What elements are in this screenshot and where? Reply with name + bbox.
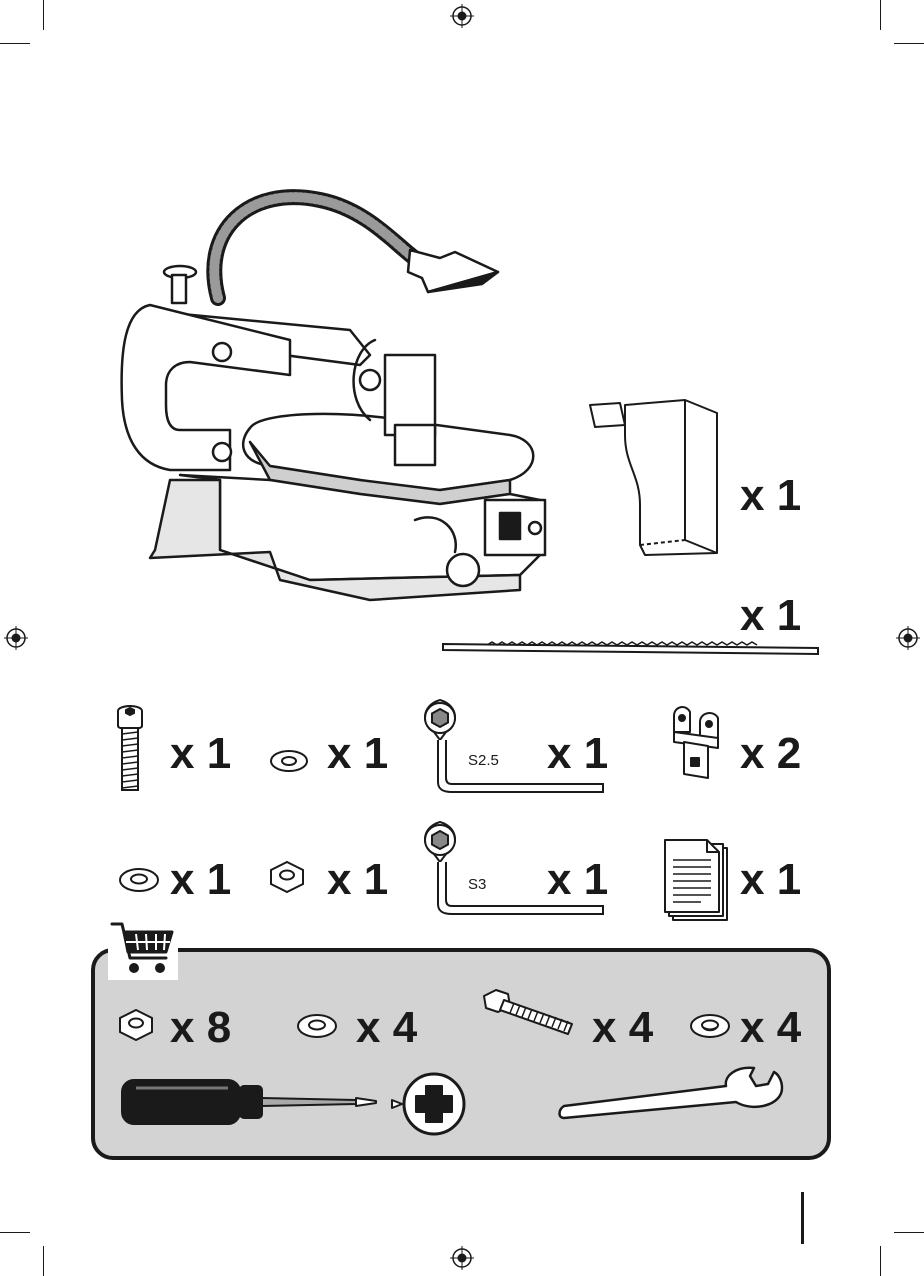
- hex-key-quantity: x 1: [547, 732, 608, 776]
- hex-key-size-label: S3: [468, 876, 486, 893]
- scroll-saw-illustration: [110, 180, 560, 620]
- instruction-manual-icon: [663, 838, 731, 924]
- hex-key-quantity: x 1: [547, 858, 608, 902]
- registration-mark-icon: [450, 1246, 474, 1270]
- flat-washer-icon: [296, 1012, 338, 1040]
- crop-mark: [880, 0, 881, 30]
- crop-mark: [43, 0, 44, 30]
- flat-washer-quantity: x 4: [356, 1006, 417, 1050]
- hex-nut-icon: [267, 860, 307, 894]
- hex-key-size-label: S2.5: [468, 752, 499, 769]
- shopping-cart-icon: [108, 918, 178, 980]
- crop-mark: [880, 1246, 881, 1276]
- saw-blade-quantity: x 1: [740, 594, 801, 638]
- mounting-bracket-icon: [664, 702, 728, 782]
- hex-socket-bolt-quantity: x 1: [170, 732, 231, 776]
- saw-blade-icon: [442, 642, 820, 656]
- hex-nut-quantity: x 1: [327, 858, 388, 902]
- crop-mark: [0, 1232, 30, 1233]
- large-washer-icon: [118, 866, 160, 894]
- registration-mark-icon: [450, 4, 474, 28]
- hex-bolt-icon: [478, 986, 576, 1038]
- crop-mark: [43, 1246, 44, 1276]
- registration-mark-icon: [896, 626, 920, 650]
- page-edge-mark: [801, 1192, 804, 1244]
- lock-washer-icon: [689, 1012, 731, 1040]
- blade-guard-quantity: x 1: [740, 474, 801, 518]
- instruction-manual-quantity: x 1: [740, 858, 801, 902]
- crop-mark: [0, 43, 30, 44]
- flat-washer-icon: [269, 748, 309, 774]
- crop-mark: [894, 1232, 924, 1233]
- flat-washer-quantity: x 1: [327, 732, 388, 776]
- crop-mark: [894, 43, 924, 44]
- large-washer-quantity: x 1: [170, 858, 231, 902]
- mounting-bracket-quantity: x 2: [740, 732, 801, 776]
- blade-guard-icon: [585, 395, 725, 560]
- hex-nut-icon: [116, 1008, 156, 1042]
- registration-mark-icon: [4, 626, 28, 650]
- hex-nut-quantity: x 8: [170, 1006, 231, 1050]
- open-end-wrench-icon: [556, 1066, 788, 1122]
- phillips-screwdriver-icon: [120, 1070, 470, 1142]
- hex-socket-bolt-icon: [110, 702, 150, 794]
- lock-washer-quantity: x 4: [740, 1006, 801, 1050]
- hex-bolt-quantity: x 4: [592, 1006, 653, 1050]
